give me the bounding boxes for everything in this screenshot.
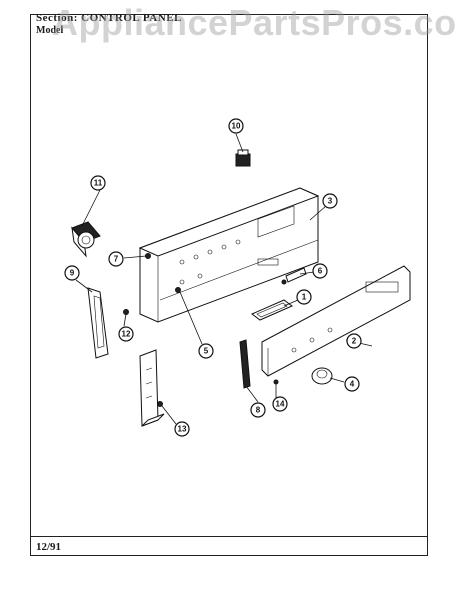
svg-text:12: 12 bbox=[122, 330, 131, 339]
callout-14: 14 bbox=[272, 396, 288, 412]
svg-text:13: 13 bbox=[178, 425, 187, 434]
svg-text:1: 1 bbox=[302, 293, 307, 302]
callout-13: 13 bbox=[174, 421, 190, 437]
revision-date: 12/91 bbox=[36, 541, 62, 553]
part-8-trim-strip bbox=[239, 339, 251, 389]
section-label: Section: bbox=[36, 12, 78, 24]
part-11-timer bbox=[71, 221, 101, 258]
svg-text:8: 8 bbox=[256, 406, 261, 415]
callout-4: 4 bbox=[344, 376, 360, 392]
callout-6: 6 bbox=[312, 263, 328, 279]
callout-10: 10 bbox=[228, 118, 244, 134]
part-6-lamp-socket bbox=[281, 267, 307, 285]
callout-7: 7 bbox=[108, 251, 124, 267]
part-14-screw bbox=[273, 379, 279, 385]
part-4-knob bbox=[311, 367, 333, 385]
svg-text:9: 9 bbox=[70, 269, 75, 278]
svg-text:7: 7 bbox=[114, 255, 119, 264]
callout-3: 3 bbox=[322, 193, 338, 209]
callout-9: 9 bbox=[64, 265, 80, 281]
part-2-front-panel bbox=[261, 265, 411, 377]
part-10-switch bbox=[235, 149, 251, 167]
callout-2: 2 bbox=[346, 333, 362, 349]
part-5-screw bbox=[175, 287, 181, 293]
svg-text:11: 11 bbox=[94, 179, 103, 188]
footer-divider bbox=[30, 536, 428, 537]
svg-text:6: 6 bbox=[318, 267, 323, 276]
section-title: Section: CONTROL PANEL bbox=[36, 12, 182, 24]
callout-11: 11 bbox=[90, 175, 106, 191]
svg-text:3: 3 bbox=[328, 197, 333, 206]
svg-text:2: 2 bbox=[352, 337, 357, 346]
svg-text:5: 5 bbox=[204, 347, 209, 356]
part-9-end-cap bbox=[87, 287, 109, 359]
part-1-lens bbox=[251, 299, 293, 321]
part-7-screw bbox=[145, 253, 151, 259]
watermark: AppliancePartsPros.com bbox=[52, 2, 458, 43]
svg-text:4: 4 bbox=[350, 380, 355, 389]
part-13-bracket bbox=[139, 349, 165, 427]
section-name: CONTROL PANEL bbox=[81, 12, 182, 24]
callout-12: 12 bbox=[118, 326, 134, 342]
callout-8: 8 bbox=[250, 402, 266, 418]
callout-1: 1 bbox=[296, 289, 312, 305]
diagram-frame bbox=[30, 14, 428, 556]
part-12-screw bbox=[123, 309, 129, 315]
svg-text:14: 14 bbox=[276, 400, 285, 409]
part-3-backguard bbox=[138, 187, 320, 323]
svg-text:10: 10 bbox=[232, 122, 241, 131]
callout-5: 5 bbox=[198, 343, 214, 359]
model-label: Model bbox=[36, 25, 64, 36]
